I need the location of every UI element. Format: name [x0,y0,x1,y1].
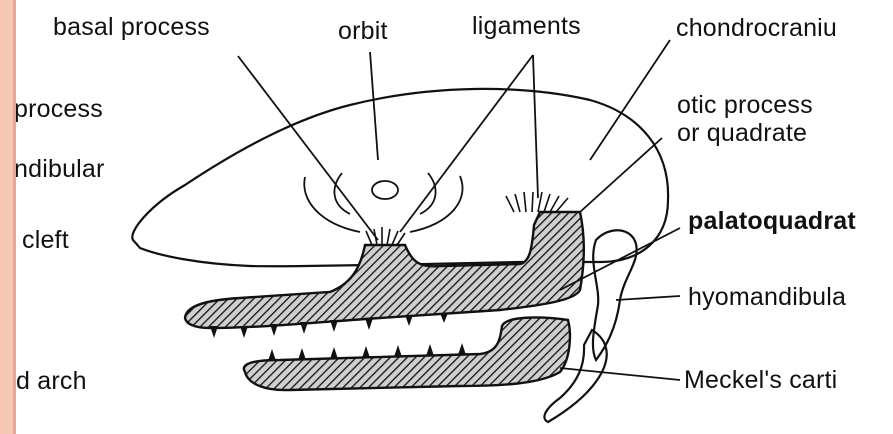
label-orbit: orbit [338,18,388,45]
label-palatoquadrate: palatoquadrat [688,208,856,235]
palatoquadrate-shape [185,212,584,328]
label-otic-process: otic process [677,92,813,119]
label-basal-process: basal process [53,14,210,41]
hyomandibular-shape [593,230,637,360]
label-process-left: process [16,96,103,123]
label-hyomandibular: hyomandibula [688,284,846,311]
label-meckels-cartilage: Meckel's carti [684,367,837,394]
label-arch: d arch [16,368,87,395]
diagram-stage: basal process orbit ligaments chondrocra… [16,0,893,434]
label-cleft: cleft [22,227,69,254]
label-ligaments: ligaments [472,13,581,40]
label-otic-quadrate: or quadrate [677,120,807,147]
label-mandibular: ndibular [16,156,105,183]
meckels-cartilage-shape [244,318,570,391]
label-chondrocranium: chondrocraniu [676,15,837,42]
